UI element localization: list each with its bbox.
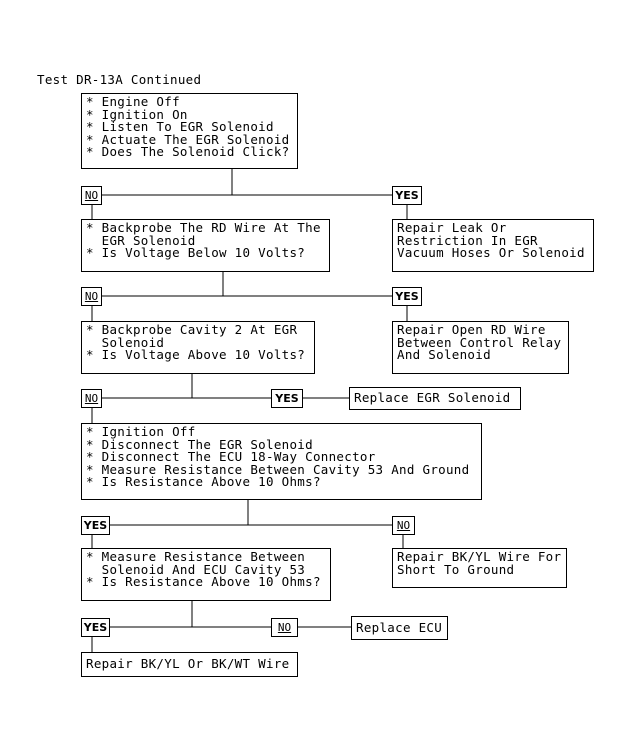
- box-line: Replace EGR Solenoid: [354, 390, 511, 405]
- box-line: Repair Open RD Wire: [397, 322, 546, 337]
- box-line: * Listen To EGR Solenoid: [86, 119, 274, 135]
- step-backprobe-rd-wire: * Backprobe The RD Wire At The EGR Solen…: [81, 219, 330, 272]
- box-line: * Disconnect The EGR Solenoid: [86, 436, 313, 452]
- no-label: NO: [81, 186, 102, 205]
- no-label: NO: [392, 516, 415, 535]
- box-line: * Is Resistance Above 10 Ohms?: [86, 574, 321, 590]
- box-line: EGR Solenoid: [86, 232, 196, 248]
- yes-label: YES: [392, 287, 422, 306]
- step-check-solenoid-click: * Engine Off * Ignition On * Listen To E…: [81, 93, 298, 169]
- box-line: * Does The Solenoid Click?: [86, 144, 290, 160]
- box-line: * Is Voltage Below 10 Volts?: [86, 245, 306, 261]
- result-repair-short-to-ground: Repair BK/YL Wire For Short To Ground: [392, 548, 567, 588]
- box-line: Repair BK/YL Wire For: [397, 549, 562, 564]
- box-line: Solenoid: [86, 334, 165, 350]
- box-line: Repair BK/YL Or BK/WT Wire: [86, 656, 290, 671]
- step-measure-solenoid-ecu: * Measure Resistance Between Solenoid An…: [81, 548, 331, 601]
- box-line: * Backprobe The RD Wire At The: [86, 220, 321, 235]
- yes-label: YES: [81, 618, 110, 637]
- result-replace-ecu: Replace ECU: [351, 616, 448, 640]
- box-line: * Is Voltage Above 10 Volts?: [86, 347, 306, 363]
- step-measure-cavity-53-ground: * Ignition Off * Disconnect The EGR Sole…: [81, 423, 482, 500]
- box-line: Replace ECU: [356, 620, 443, 635]
- page-title: Test DR-13A Continued: [37, 72, 202, 87]
- box-line: Repair Leak Or: [397, 220, 507, 235]
- box-line: * Measure Resistance Between: [86, 549, 306, 564]
- yes-label: YES: [392, 186, 422, 205]
- box-line: * Ignition Off: [86, 424, 196, 439]
- box-line: Vacuum Hoses Or Solenoid: [397, 245, 585, 261]
- box-line: * Ignition On: [86, 106, 188, 122]
- no-label: NO: [271, 618, 298, 637]
- no-label: NO: [81, 389, 102, 408]
- step-backprobe-cavity-2: * Backprobe Cavity 2 At EGR Solenoid * I…: [81, 321, 315, 374]
- box-line: * Actuate The EGR Solenoid: [86, 131, 290, 147]
- box-line: * Measure Resistance Between Cavity 53 A…: [86, 461, 470, 477]
- result-repair-bkyl-bkwt-wire: Repair BK/YL Or BK/WT Wire: [81, 652, 298, 677]
- box-line: Restriction In EGR: [397, 232, 538, 248]
- result-repair-open-rd-wire: Repair Open RD Wire Between Control Rela…: [392, 321, 569, 374]
- box-line: * Backprobe Cavity 2 At EGR: [86, 322, 298, 337]
- result-repair-leak: Repair Leak Or Restriction In EGR Vacuum…: [392, 219, 594, 272]
- box-line: Between Control Relay: [397, 334, 562, 350]
- yes-label: YES: [271, 389, 303, 408]
- yes-label: YES: [81, 516, 110, 535]
- no-label: NO: [81, 287, 102, 306]
- box-line: * Is Resistance Above 10 Ohms?: [86, 474, 321, 490]
- result-replace-egr-solenoid: Replace EGR Solenoid: [349, 387, 521, 410]
- box-line: Solenoid And ECU Cavity 53: [86, 561, 306, 577]
- box-line: * Engine Off: [86, 94, 180, 109]
- box-line: And Solenoid: [397, 347, 491, 363]
- box-line: Short To Ground: [397, 561, 515, 577]
- box-line: * Disconnect The ECU 18-Way Connector: [86, 449, 376, 465]
